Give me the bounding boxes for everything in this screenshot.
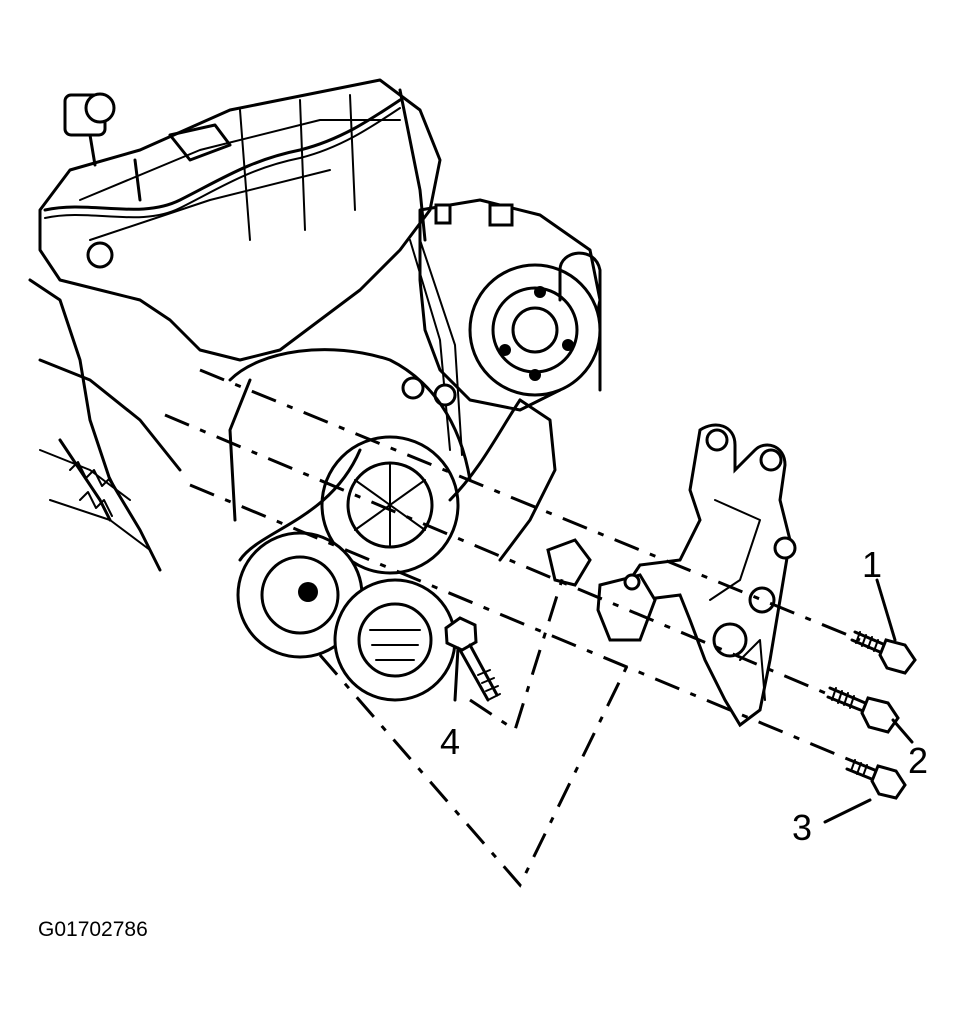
callout-4: 4 [440,721,460,762]
alignment-lines [164,368,861,888]
ac-compressor [401,198,602,562]
figure-id: G01702786 [38,918,148,941]
callout-3: 3 [792,807,812,848]
bolt-3 [845,758,907,800]
callout-2: 2 [908,740,928,781]
bolt-4 [444,616,501,702]
bolt-2 [826,686,900,734]
engine-block [28,78,442,572]
callout-leaders [453,578,914,824]
compressor-bracket [546,423,797,728]
bolt-1 [850,630,917,675]
callout-1: 1 [862,544,882,585]
pulley-assembly [228,348,522,702]
